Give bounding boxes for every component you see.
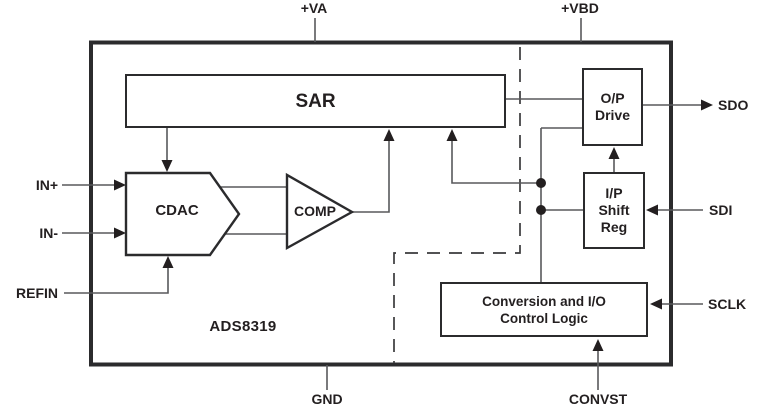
- ip-shift-reg-label-line2: Shift: [598, 202, 630, 218]
- pin-label-va: +VA: [300, 0, 328, 16]
- ip-shift-reg-label-line3: Reg: [600, 219, 628, 235]
- control-logic-label-line2: Control Logic: [500, 310, 588, 326]
- op-drive-label-line2: Drive: [594, 107, 631, 123]
- op-drive-block: O/P Drive: [582, 68, 643, 146]
- sdi-arrowhead: [646, 204, 658, 216]
- node-to-sar-arrowhead: [446, 129, 458, 141]
- control-logic-block: Conversion and I/O Control Logic: [440, 282, 648, 337]
- refin-arrowhead: [162, 256, 174, 268]
- cdac-shape: [124, 171, 241, 257]
- op-drive-label-line1: O/P: [600, 90, 625, 106]
- pin-label-in-plus: IN+: [35, 177, 58, 193]
- comp-shape: [285, 172, 355, 251]
- pin-label-convst: CONVST: [568, 391, 628, 407]
- sar-block: SAR: [125, 74, 506, 128]
- ip-shift-reg-label-line1: I/P: [605, 185, 623, 201]
- pin-label-sdo: SDO: [718, 97, 749, 113]
- pin-label-refin: REFIN: [16, 285, 58, 301]
- ipshift-to-opdrive-arrowhead: [608, 147, 620, 159]
- comp-to-sar-arrowhead: [383, 129, 395, 141]
- wire-refin: [64, 267, 169, 294]
- part-number-label: ADS8319: [209, 318, 277, 335]
- sdo-arrowhead: [701, 99, 713, 111]
- in-plus-arrowhead: [114, 179, 126, 191]
- analog-digital-boundary: [393, 47, 521, 363]
- sclk-arrowhead: [650, 298, 662, 310]
- chip-outline: [89, 40, 673, 367]
- sar-label: SAR: [295, 90, 336, 112]
- control-logic-label-line1: Conversion and I/O: [482, 293, 606, 309]
- convst-arrowhead: [592, 339, 604, 351]
- pin-label-in-minus: IN-: [39, 225, 58, 241]
- cdac-label: CDAC: [155, 202, 199, 219]
- sar-to-cdac-arrowhead: [161, 160, 173, 172]
- junction-dot-lower: [536, 205, 546, 215]
- pin-label-sdi: SDI: [709, 202, 733, 218]
- comp-label: COMP: [294, 203, 336, 219]
- wire-node-to-sar: [451, 140, 541, 184]
- junction-dot-upper: [536, 178, 546, 188]
- wire-comp-to-sar: [351, 140, 390, 213]
- pin-label-sclk: SCLK: [708, 296, 747, 312]
- pin-label-gnd: GND: [311, 391, 343, 407]
- ip-shift-reg-block: I/P Shift Reg: [583, 172, 645, 249]
- in-minus-arrowhead: [114, 227, 126, 239]
- pin-label-vbd: +VBD: [561, 0, 599, 16]
